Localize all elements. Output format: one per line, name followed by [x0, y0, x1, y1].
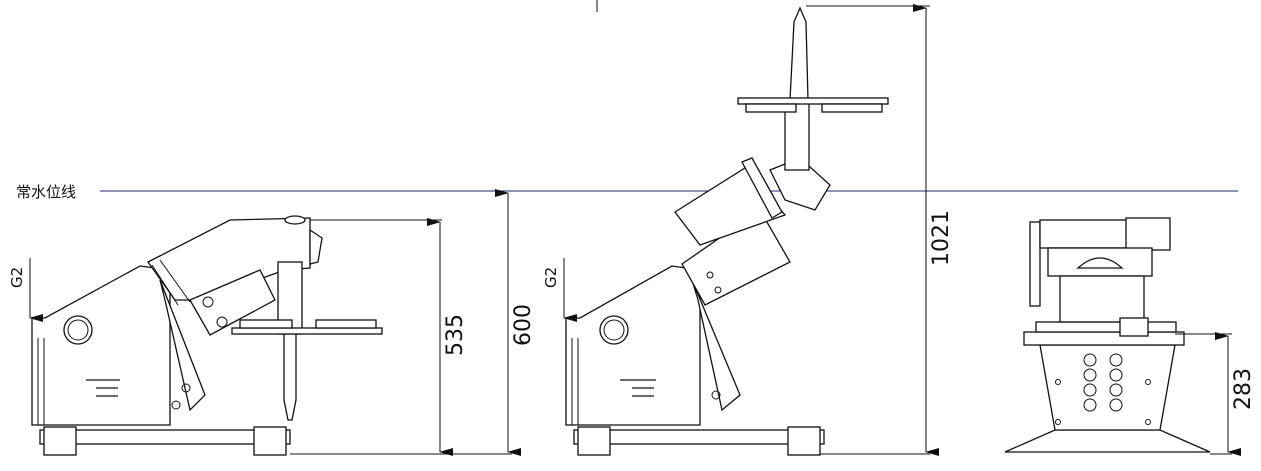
mid-body	[565, 265, 701, 426]
right-view: 283	[1004, 217, 1256, 456]
left-body	[31, 265, 171, 426]
right-holes	[1083, 353, 1123, 412]
water-level-line: 常水位线	[16, 183, 1238, 201]
left-foot-right	[253, 426, 287, 456]
right-center-box	[1059, 275, 1145, 323]
dim-600: 600	[511, 304, 536, 346]
left-g2-label: G2	[8, 267, 26, 288]
left-pipe	[283, 333, 297, 421]
dim-283: 283	[1231, 368, 1256, 410]
mid-tray	[737, 97, 889, 105]
right-pedestal	[1039, 344, 1176, 431]
left-foot-left	[43, 426, 77, 456]
mid-base-rail	[573, 429, 825, 445]
dim-535: 535	[443, 314, 468, 356]
left-base-rail	[39, 429, 291, 445]
water-level-label: 常水位线	[16, 183, 76, 201]
left-tray	[231, 327, 383, 335]
right-top-box	[1039, 219, 1131, 249]
mid-g2-label: G2	[542, 267, 560, 288]
right-base	[1004, 429, 1211, 453]
dim-1021: 1021	[929, 210, 954, 266]
middle-view: G2 1021	[542, 4, 954, 456]
left-view: G2 535 600	[8, 189, 536, 456]
mid-mast-top	[789, 6, 809, 101]
